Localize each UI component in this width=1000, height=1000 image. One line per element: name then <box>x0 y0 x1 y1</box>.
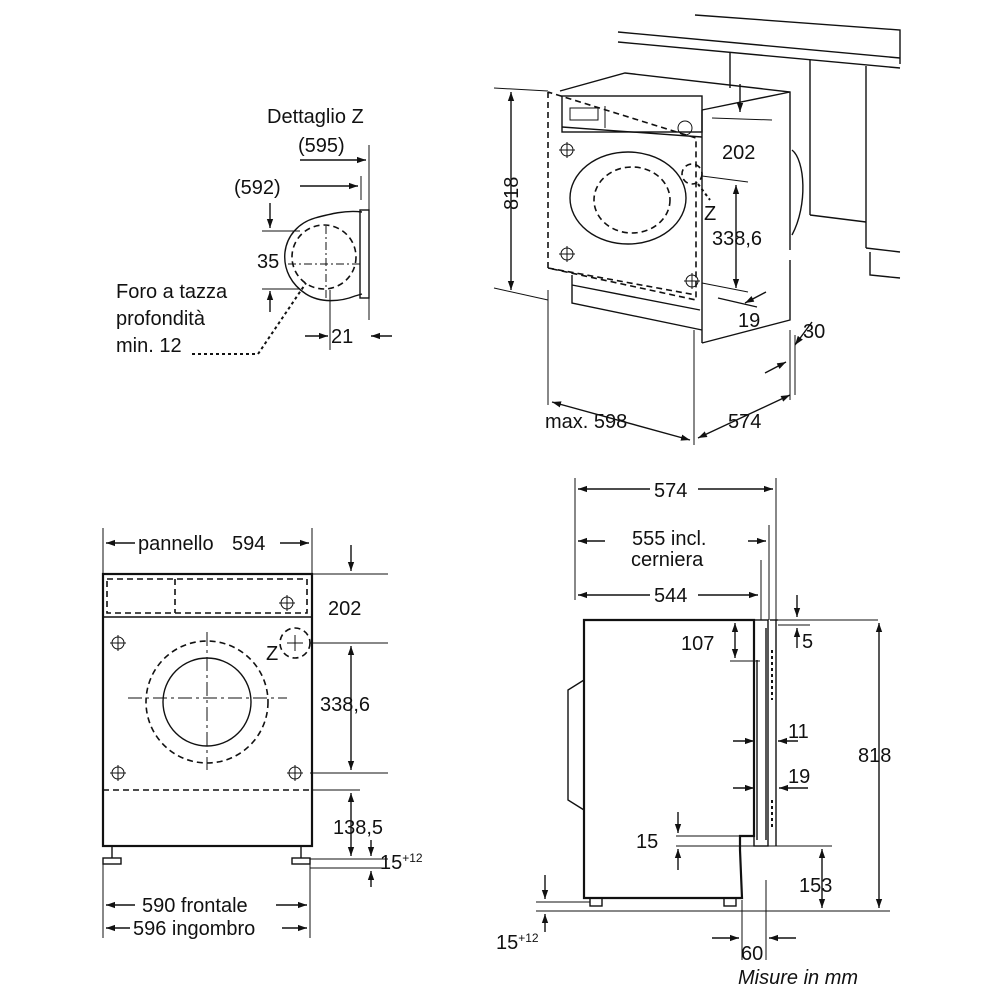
side-body-bulge <box>567 679 585 811</box>
iso-panel-knob <box>677 120 693 136</box>
iso-dim-818-label: 818 <box>501 177 523 210</box>
iso-ext-818-top <box>493 87 549 92</box>
iso-dim-19-label: 19 <box>738 310 760 332</box>
iso-countertop-lower <box>617 41 901 69</box>
front-foot-label: 15+12 <box>380 851 423 874</box>
detail-panel-edge <box>359 209 370 299</box>
iso-porthole-inner <box>593 166 671 234</box>
iso-ext-3386-bottom <box>701 282 749 293</box>
side-dim-544-bg <box>650 585 698 605</box>
iso-dim-30-arrow-bottom <box>764 361 787 374</box>
side-dim-19-label: 19 <box>788 766 810 788</box>
iso-body-top <box>559 72 791 250</box>
iso-base-left <box>571 275 703 331</box>
iso-countertop-top <box>694 14 901 64</box>
side-view: 574 555 incl. cerniera 544 107 5 <box>496 478 891 965</box>
iso-dim-19-line <box>717 297 758 308</box>
detail-title: Dettaglio Z <box>267 106 364 128</box>
iso-dim-202-label: 202 <box>722 142 755 164</box>
iso-dim-574-label: 574 <box>728 411 761 433</box>
front-dim-1385-label: 138,5 <box>333 817 383 839</box>
dim-35-label: 35 <box>257 251 279 273</box>
iso-dim-30-label: 30 <box>803 321 825 343</box>
iso-ext-202 <box>711 117 773 121</box>
front-control-panel <box>106 578 308 614</box>
dim-592-label: (592) <box>234 177 281 199</box>
iso-ext-3386-top <box>701 175 749 183</box>
hole-label-line2: profondità <box>116 308 206 330</box>
iso-body-curve <box>791 149 804 236</box>
side-dim-555-line2: cerniera <box>631 549 704 571</box>
front-width-590: 590 frontale <box>142 895 248 917</box>
front-panel-label: pannello <box>138 533 214 555</box>
front-body <box>101 572 314 848</box>
iso-ext-818-bottom <box>493 287 549 301</box>
side-body <box>582 618 756 900</box>
iso-hinge-marks <box>559 142 700 289</box>
iso-dim-598-line <box>551 401 691 441</box>
iso-dim-574-line <box>697 394 791 439</box>
side-foot-sup: +12 <box>518 931 539 945</box>
isometric-view: Z 818 202 338,6 19 30 max. 598 574 <box>493 14 901 445</box>
iso-door-outline <box>547 91 697 301</box>
front-view: pannello 594 Z 202 <box>101 528 423 940</box>
iso-panel-display <box>569 107 599 121</box>
side-foot-right <box>723 897 737 907</box>
hole-label-line3: min. 12 <box>116 335 182 357</box>
units-note: Misure in mm <box>738 967 858 989</box>
iso-porthole-outer <box>569 151 687 245</box>
side-dim-107-label: 107 <box>681 633 714 655</box>
iso-door-bottom <box>547 267 697 296</box>
hole-leader-line <box>192 282 307 355</box>
front-z-label: Z <box>266 643 278 665</box>
side-dim-574-label: 574 <box>654 480 687 502</box>
iso-dim-30-arrow-top <box>794 321 813 346</box>
front-foot-right <box>291 857 311 865</box>
front-panel-value: 594 <box>232 533 265 555</box>
side-dim-818-label: 818 <box>858 745 891 767</box>
iso-z-label: Z <box>704 203 716 225</box>
iso-base-kick <box>571 284 701 311</box>
front-width-596: 596 ingombro <box>133 918 255 940</box>
iso-dim-19-arrow <box>744 291 767 304</box>
front-dim-202-label: 202 <box>328 598 361 620</box>
side-dim-15-label: 15 <box>636 831 658 853</box>
side-foot-label: 15+12 <box>496 931 539 954</box>
side-dim-5-label: 5 <box>802 631 813 653</box>
side-dim-11-label: 11 <box>788 721 809 743</box>
front-foot-sup: +12 <box>402 851 423 865</box>
detail-z-view: Dettaglio Z (595) (592) 35 21 Foro a taz… <box>116 106 392 357</box>
iso-panel-lower-edge <box>561 126 703 138</box>
side-dim-60-label: 60 <box>741 943 763 965</box>
iso-body-top-edge <box>701 91 791 111</box>
detail-cup-hole <box>291 224 357 290</box>
iso-control-panel <box>561 95 703 133</box>
iso-floor-line <box>809 214 867 223</box>
front-dim-3386-label: 338,6 <box>320 694 370 716</box>
iso-dim-3386-label: 338,6 <box>712 228 762 250</box>
iso-body-base-right <box>701 260 791 344</box>
side-dim-574-bg <box>650 478 698 498</box>
side-foot-left <box>589 897 603 907</box>
iso-z-circle <box>681 163 703 185</box>
front-foot-base: 15 <box>380 852 402 874</box>
side-dim-555-line1: 555 incl. <box>632 528 707 550</box>
iso-z-leader <box>697 183 711 201</box>
hole-label-line1: Foro a tazza <box>116 281 228 303</box>
dim-21-label: 21 <box>331 326 353 348</box>
front-hinge-marks <box>110 595 303 781</box>
side-dim-153-label: 153 <box>799 875 832 897</box>
side-foot-base: 15 <box>496 932 518 954</box>
front-foot-left <box>102 857 122 865</box>
iso-cabinet-foot <box>865 247 901 279</box>
side-dim-544-label: 544 <box>654 585 687 607</box>
iso-countertop-edge <box>617 31 901 59</box>
iso-dim-598-label: max. 598 <box>545 411 627 433</box>
dim-595-label: (595) <box>298 135 345 157</box>
detail-cup-outline <box>284 210 363 302</box>
